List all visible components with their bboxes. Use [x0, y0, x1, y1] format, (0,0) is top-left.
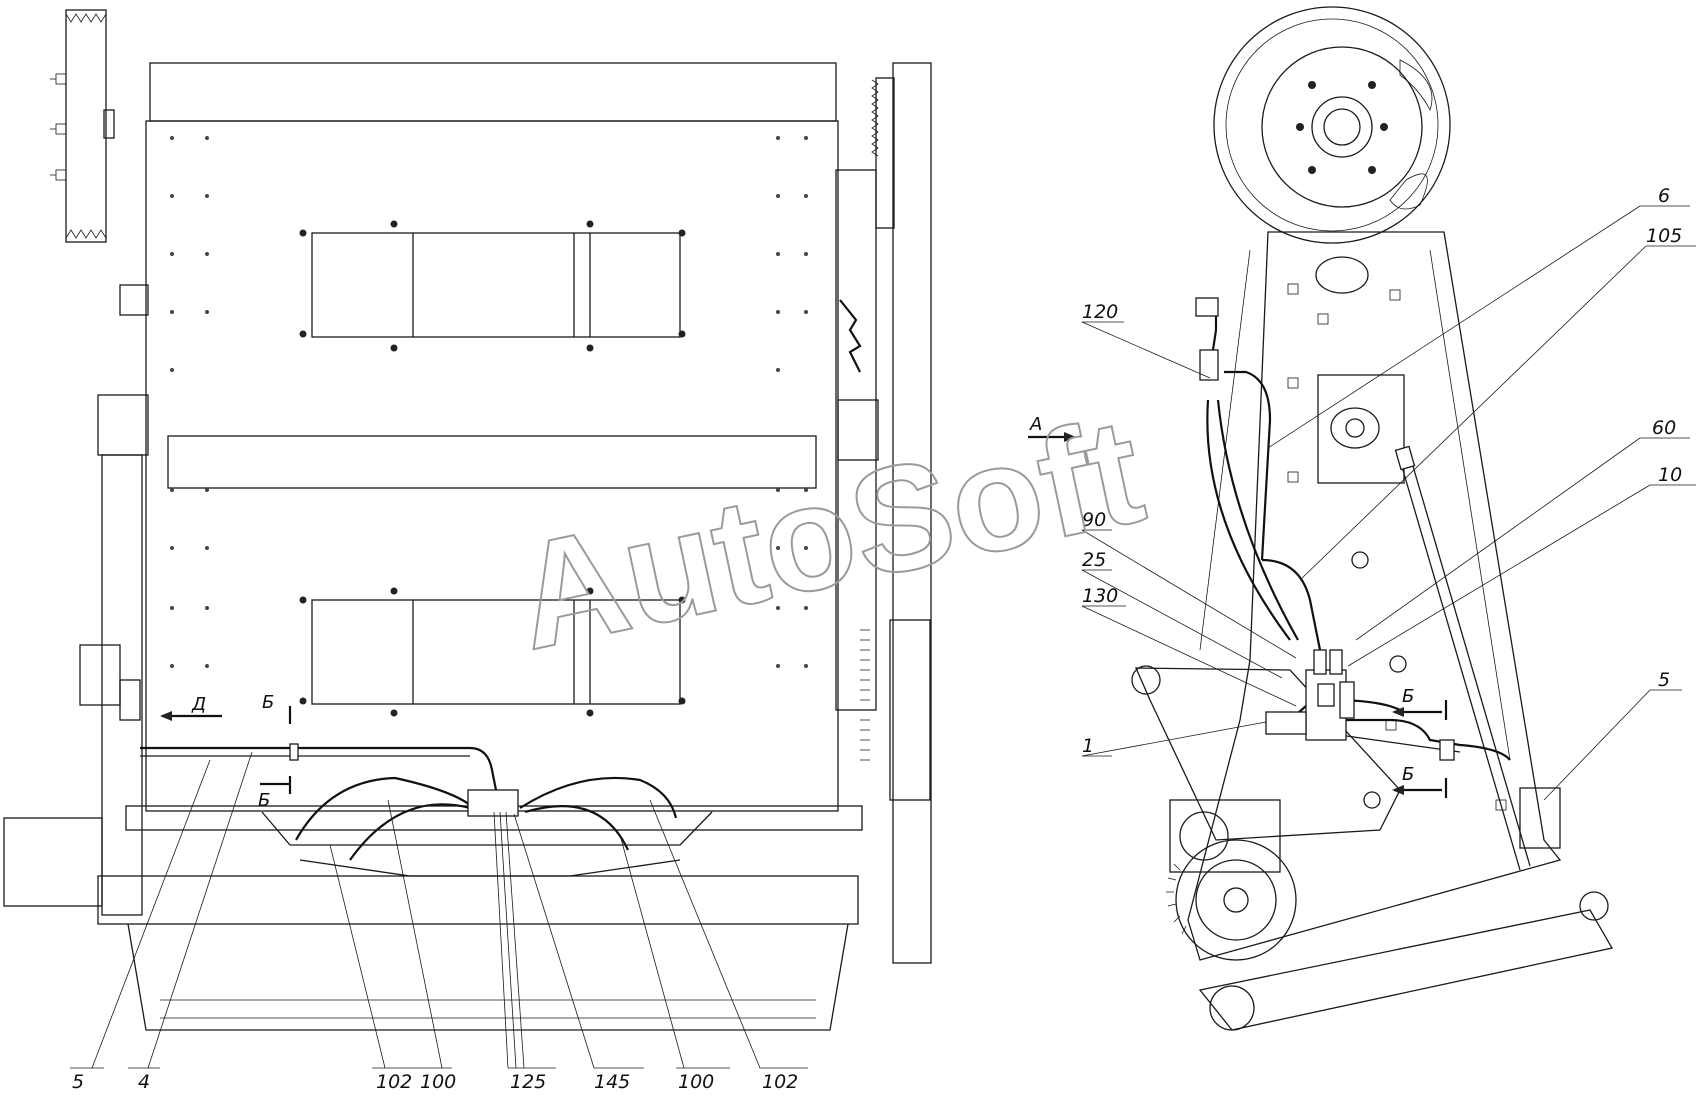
left-view: Д Б Б 5 4 102 100: [3, 9, 932, 1093]
leader-lines-right: [1081, 205, 1696, 801]
callout-120: 120: [1082, 301, 1118, 323]
callout-25: 25: [1082, 549, 1106, 571]
section-b-right-bottom: Б: [1402, 764, 1414, 785]
section-b-top-label: Б: [262, 692, 274, 713]
view-a-label: А: [1029, 414, 1042, 435]
side-drive: [835, 62, 932, 964]
callout-105: 105: [1646, 225, 1682, 247]
section-marks-right: А Б Б: [1028, 414, 1448, 798]
main-frame: [145, 62, 839, 812]
callout-5-left: 5: [72, 1071, 84, 1093]
callout-10: 10: [1658, 464, 1682, 486]
leader-lines-left: [70, 751, 808, 1069]
bolt-holes: [299, 220, 686, 717]
pulley-edge: [50, 9, 115, 243]
rivets: [170, 136, 808, 668]
tie-rods: [1394, 445, 1531, 871]
callout-1: 1: [1082, 735, 1094, 757]
right-view: А Б Б: [1028, 6, 1696, 1031]
callouts-right: 120 6 105 60 10 90 25 130 1 5: [1082, 185, 1682, 757]
callout-102-b: 102: [762, 1071, 798, 1093]
watermark: AutoSoft: [502, 385, 1156, 681]
callouts-left: 5 4 102 100 125 145 100 102: [72, 1071, 798, 1093]
callout-90: 90: [1082, 509, 1106, 531]
callout-125: 125: [510, 1071, 546, 1093]
callout-145: 145: [594, 1071, 630, 1093]
left-side-frame: [3, 284, 149, 916]
frame-body: [1187, 231, 1562, 961]
callout-130: 130: [1082, 585, 1118, 607]
callout-100-a: 100: [420, 1071, 456, 1093]
section-marks-left: Д Б Б: [160, 692, 292, 811]
callout-5-right: 5: [1658, 669, 1670, 691]
callout-100-b: 100: [678, 1071, 714, 1093]
flywheel: [1213, 6, 1451, 244]
cross-members: [97, 805, 863, 1031]
callout-60: 60: [1652, 417, 1676, 439]
lower-assembly: [1131, 665, 1614, 1031]
callout-102-a: 102: [376, 1071, 412, 1093]
hydraulic-lines-right: [1195, 297, 1511, 761]
hydraulic-lines-left: [140, 743, 678, 861]
callout-4: 4: [138, 1071, 150, 1093]
callout-6: 6: [1658, 185, 1670, 207]
view-d-label: Д: [191, 694, 206, 715]
section-b-bottom-label: Б: [258, 790, 270, 811]
section-b-right-top: Б: [1402, 686, 1414, 707]
